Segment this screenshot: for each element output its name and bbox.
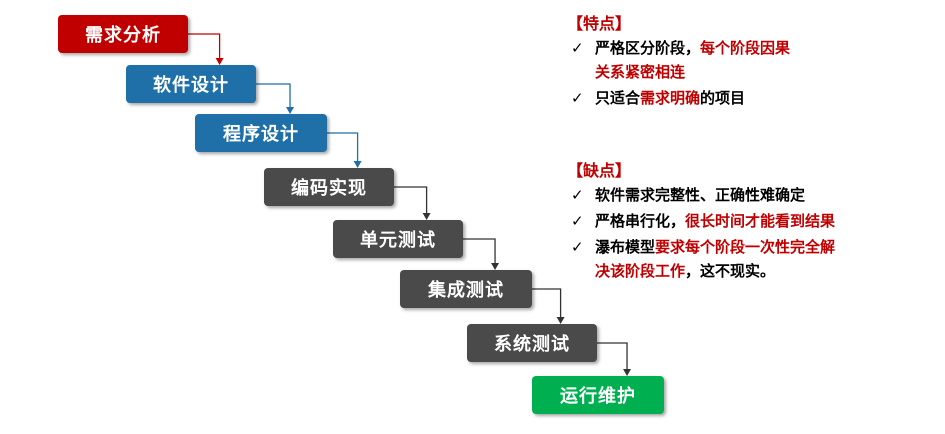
arrow-head-icon	[353, 161, 362, 168]
feature-1-text-a: 严格区分阶段，	[595, 39, 701, 57]
feature-2-text-b: 需求明确	[640, 89, 701, 107]
connector-line	[463, 238, 496, 264]
connector-line	[394, 186, 428, 214]
arrow-head-icon	[491, 263, 500, 270]
check-icon: ✓	[571, 39, 584, 57]
drawback-2-text-a: 严格串行化，	[595, 212, 686, 230]
check-icon: ✓	[571, 89, 584, 107]
step-operation-maintenance: 运行维护	[532, 376, 664, 414]
feature-2-text-c: 的项目	[700, 89, 746, 107]
drawbacks-panel: 【缺点】 ✓ 软件需求完整性、正确性难确定 ✓ 严格串行化，很长时间才能看到结果…	[567, 157, 939, 283]
step-integration-testing: 集成测试	[400, 270, 532, 308]
connector-line	[597, 342, 628, 370]
check-icon: ✓	[571, 186, 584, 204]
step-coding: 编码实现	[264, 168, 394, 206]
features-heading: 【特点】	[567, 14, 632, 33]
feature-1-text-b: 每个阶段因果	[700, 39, 791, 57]
drawback-3-text-c: 决该阶段工作	[595, 262, 686, 280]
connector-line	[256, 83, 291, 108]
drawback-item-2: ✓ 严格串行化，很长时间才能看到结果	[567, 209, 939, 233]
connector-line	[532, 288, 562, 318]
step-program-design: 程序设计	[195, 114, 327, 152]
drawback-item-1: ✓ 软件需求完整性、正确性难确定	[567, 183, 939, 207]
feature-2-text-a: 只适合	[595, 89, 641, 107]
features-panel: 【特点】 ✓ 严格区分阶段，每个阶段因果 关系紧密相连 ✓ 只适合需求明确的项目	[567, 10, 939, 110]
step-software-design: 软件设计	[126, 65, 256, 103]
arrow-head-icon	[623, 369, 632, 376]
drawbacks-heading: 【缺点】	[567, 161, 632, 180]
drawback-2-text-b: 很长时间才能看到结果	[685, 212, 836, 230]
check-icon: ✓	[571, 238, 584, 256]
drawback-3-text-a: 瀑布模型	[595, 238, 656, 256]
step-system-testing: 系统测试	[467, 324, 597, 362]
drawback-3-text-d: ，这不现实。	[685, 262, 776, 280]
feature-item-2: ✓ 只适合需求明确的项目	[567, 86, 939, 110]
arrow-head-icon	[556, 317, 565, 324]
feature-1-text-c: 关系紧密相连	[595, 63, 686, 81]
feature-item-1: ✓ 严格区分阶段，每个阶段因果 关系紧密相连	[567, 36, 939, 84]
step-unit-testing: 单元测试	[333, 220, 463, 258]
connector-line	[327, 132, 359, 162]
arrow-head-icon	[286, 107, 295, 114]
check-icon: ✓	[571, 212, 584, 230]
connector-line	[188, 33, 221, 59]
drawback-item-3: ✓ 瀑布模型要求每个阶段一次性完全解 决该阶段工作，这不现实。	[567, 235, 939, 283]
arrow-head-icon	[215, 58, 224, 65]
step-requirements-analysis: 需求分析	[58, 15, 188, 53]
arrow-head-icon	[422, 213, 431, 220]
drawback-3-text-b: 要求每个阶段一次性完全解	[655, 238, 836, 256]
drawback-1-text-a: 软件需求完整性、正确性难确定	[595, 186, 806, 204]
